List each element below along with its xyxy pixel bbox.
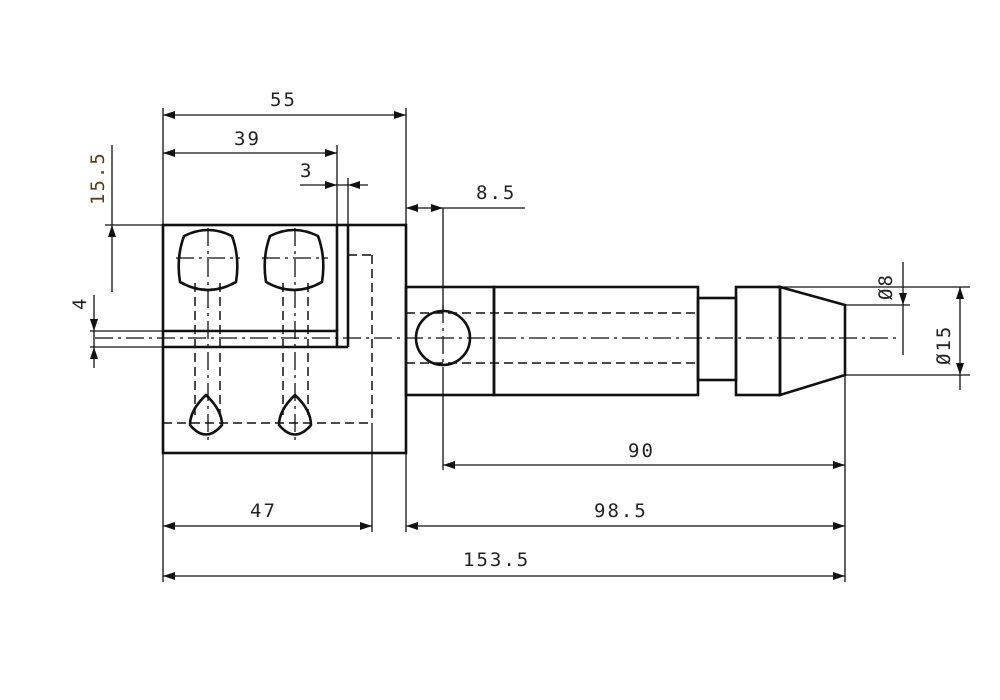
arrowheads bbox=[90, 111, 964, 580]
label-dia15: Ø15 bbox=[933, 325, 955, 365]
dimension-lines bbox=[90, 108, 970, 582]
shaft-flange bbox=[734, 285, 782, 397]
label-3: 3 bbox=[300, 160, 313, 182]
label-55: 55 bbox=[270, 89, 297, 111]
label-90: 90 bbox=[628, 440, 655, 462]
shaft-body bbox=[492, 285, 700, 397]
label-39: 39 bbox=[234, 128, 261, 150]
hidden-lines bbox=[163, 254, 700, 424]
label-47: 47 bbox=[250, 500, 277, 522]
label-153-5: 153.5 bbox=[463, 549, 530, 571]
clamp-block bbox=[161, 223, 408, 455]
screw-head-left bbox=[177, 228, 239, 292]
label-dia8: Ø8 bbox=[875, 273, 897, 300]
label-15-5: 15.5 bbox=[87, 151, 109, 205]
shaft-tip bbox=[778, 285, 847, 397]
screw-tip-left bbox=[188, 393, 224, 436]
label-98-5: 98.5 bbox=[594, 500, 648, 522]
label-8-5: 8.5 bbox=[476, 182, 516, 204]
label-4: 4 bbox=[69, 297, 91, 310]
clamp-slot bbox=[163, 329, 339, 349]
center-lines bbox=[95, 228, 900, 445]
shaft-neck bbox=[696, 296, 738, 382]
shaft-collar bbox=[404, 285, 496, 397]
screw-head-right bbox=[263, 228, 325, 292]
dimension-labels: 55 39 3 8.5 15.5 4 Ø8 Ø15 90 47 98.5 153… bbox=[69, 89, 955, 571]
